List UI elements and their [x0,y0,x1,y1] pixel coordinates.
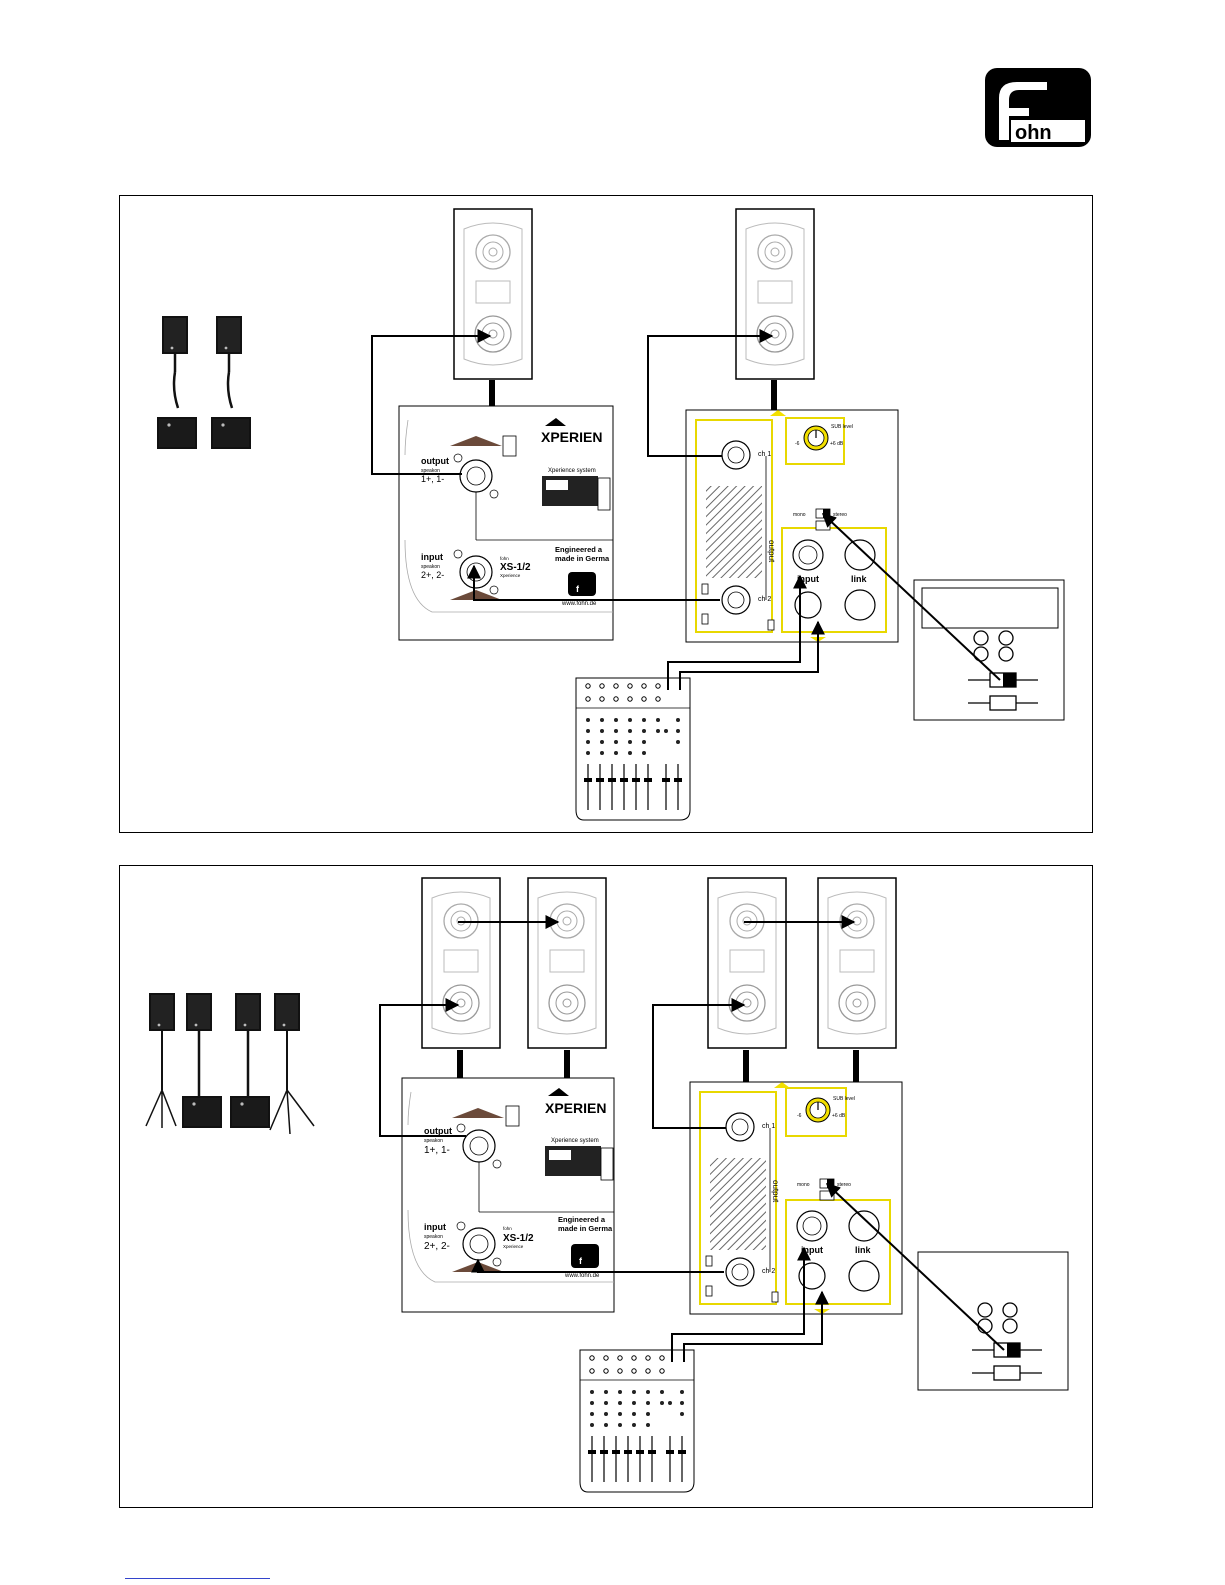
svg-text:f: f [576,584,580,594]
input-sub: speakon [424,1234,443,1240]
mono-label: mono [793,512,806,518]
level-plus: +6 dB [832,1113,846,1119]
controller-box [917,1251,1069,1391]
mount-pole [564,1050,570,1078]
model-pre: fohn [500,556,509,561]
output-pins: 1+, 1- [424,1145,450,1156]
logo-text: ohn [1015,122,1052,144]
amp-output-vertical: output [767,540,776,563]
model-name: XS-1/2 [500,562,531,573]
amp-link-label: link [855,1245,871,1255]
stereo-label: stereo [833,512,847,518]
mount-pole [853,1050,859,1082]
mount-pole [457,1050,463,1078]
amp-panel: output ch 1 ch 2 SUB level +6 dB -6 mono… [685,409,899,643]
input-pins: 2+, 2- [424,1241,450,1252]
controller-box [913,579,1065,721]
diagram-frame-1 [119,195,1093,833]
passive-sub-panel: XPERIEN Xperience system output speakon … [398,405,614,641]
input-label: input [421,552,443,562]
systems-text: Xperience system [551,1138,599,1144]
model-pre: fohn [503,1226,512,1231]
model-sub: Xperience [500,573,521,578]
input-pins: 2+, 2- [421,570,444,580]
amp-input-label: input [801,1245,823,1255]
input-sub: speakon [421,564,440,570]
output-label: output [424,1126,452,1136]
amp-output-vertical: output [771,1180,780,1203]
mono-label: mono [797,1182,810,1188]
mixer-console [575,677,691,821]
model-name: XS-1/2 [503,1233,534,1244]
mixer-console [579,1349,695,1493]
amp-panel: output ch 1 ch 2 SUB level +6 dB -6 mono… [689,1081,903,1315]
speaker-cabinet [421,877,501,1049]
footer-link-line [125,1578,270,1579]
engineered-line2: made in Germa [555,554,610,563]
output-sub: speakon [424,1138,443,1144]
speaker-cabinet [735,208,815,380]
output-pins: 1+, 1- [421,474,444,484]
panel-brand: XPERIEN [541,429,602,445]
sub-level: SUB level [831,424,853,430]
mount-pole [771,380,777,410]
passive-sub-panel: XPERIEN Xperience system output speakon … [401,1077,615,1313]
speaker-cabinet [453,208,533,380]
systems-text: Xperience system [548,468,596,474]
engineered-line1: Engineered a [555,545,603,554]
level-plus: +6 dB [830,441,844,447]
amp-ch2: ch 2 [762,1268,775,1275]
amp-ch1: ch 1 [758,451,771,458]
stereo-label: stereo [837,1182,851,1188]
output-label: output [421,456,449,466]
website: www.fohn.de [564,1273,600,1279]
amp-ch1: ch 1 [762,1123,775,1130]
level-minus: -6 [797,1113,802,1119]
system-photo-2 [145,993,315,1135]
mount-pole [489,380,495,406]
sub-level: SUB level [833,1096,855,1102]
mount-pole [743,1050,749,1082]
engineered-line2: made in Germa [558,1224,613,1233]
website: www.fohn.de [561,601,597,607]
engineered-line1: Engineered a [558,1215,606,1224]
input-label: input [424,1222,446,1232]
amp-link-label: link [851,574,867,584]
brand-logo: ohn [985,68,1091,147]
panel-brand: XPERIEN [545,1100,606,1116]
speaker-cabinet [817,877,897,1049]
signal-cables-2 [379,915,1005,1362]
output-sub: speakon [421,468,440,474]
speaker-cabinet [707,877,787,1049]
level-minus: -6 [795,441,800,447]
diagram-frame-2 [119,865,1093,1508]
amp-input-label: input [797,574,819,584]
amp-ch2: ch 2 [758,596,771,603]
svg-text:f: f [579,1256,583,1266]
signal-cables-1 [371,329,1001,690]
speaker-cabinet [527,877,607,1049]
system-photo-1 [157,316,251,449]
model-sub: Xperience [503,1244,524,1249]
